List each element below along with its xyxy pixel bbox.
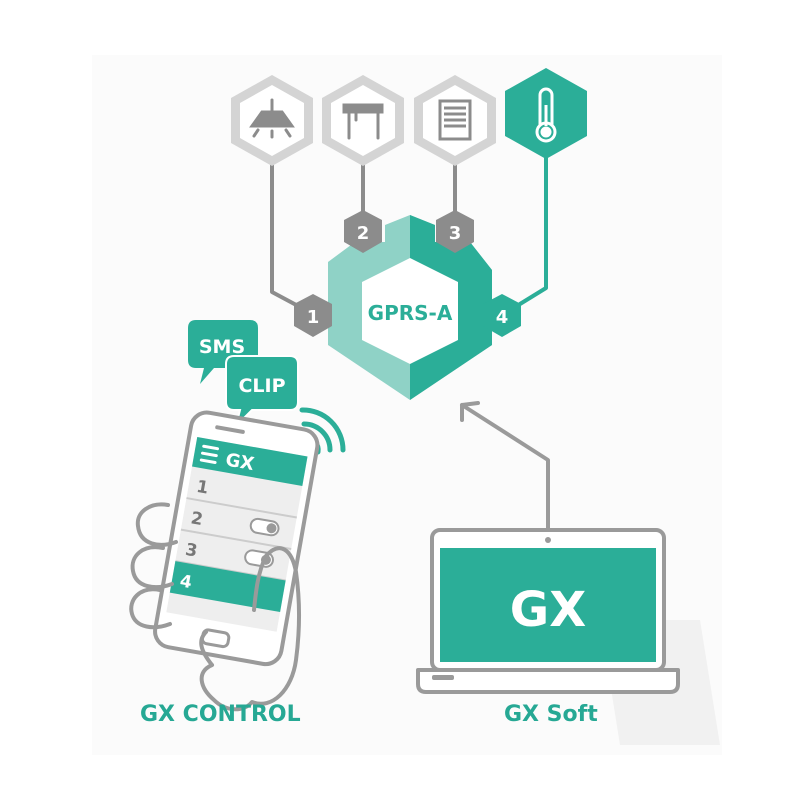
device-hex-thermometer <box>505 68 587 159</box>
gprs-module: GPRS-A <box>328 215 492 400</box>
phone-row-3[interactable]: 3 <box>184 540 199 562</box>
smartphone: GX 1 2 3 4 <box>129 410 320 712</box>
webcam-icon <box>545 537 551 543</box>
module-label: GPRS-A <box>368 301 453 325</box>
hand-outline <box>129 502 301 712</box>
phone-row-4[interactable]: 4 <box>178 571 193 593</box>
ceiling-lamp-icon <box>249 98 295 139</box>
phone-app-title: GX <box>224 449 256 475</box>
port-badge-1: 1 <box>294 294 332 337</box>
port-badge-2: 2 <box>344 210 382 253</box>
caption-gx-control: GX CONTROL <box>140 702 301 727</box>
port-label-1: 1 <box>307 307 320 328</box>
port-label-3: 3 <box>449 223 462 244</box>
laptop-screen-text: GX <box>510 582 586 638</box>
roller-shutter-icon <box>438 99 472 141</box>
port-label-4: 4 <box>496 307 509 328</box>
port-badge-4: 4 <box>483 294 521 337</box>
clip-label: CLIP <box>238 375 285 397</box>
laptop-indicator <box>432 675 454 680</box>
phone-row-2[interactable]: 2 <box>189 508 204 530</box>
awning-icon <box>342 103 384 140</box>
thermometer-icon <box>535 87 557 143</box>
laptop: GX <box>416 528 680 694</box>
laptop-base <box>416 668 680 694</box>
connector-line-1 <box>270 160 302 309</box>
phone-app-header <box>192 437 308 487</box>
laptop-screen <box>440 548 656 662</box>
phone-row-1[interactable]: 1 <box>195 477 210 499</box>
port-label-2: 2 <box>357 223 370 244</box>
hamburger-menu-icon[interactable] <box>199 444 220 464</box>
sms-label: SMS <box>199 336 245 358</box>
device-hex-lamp <box>231 75 313 166</box>
port-badge-3: 3 <box>436 210 474 253</box>
device-hex-awning <box>322 75 404 166</box>
connector-line-4 <box>518 153 548 306</box>
laptop-to-module-arrow <box>460 401 550 532</box>
device-hex-shutter <box>414 75 496 166</box>
caption-gx-soft: GX Soft <box>504 702 598 727</box>
